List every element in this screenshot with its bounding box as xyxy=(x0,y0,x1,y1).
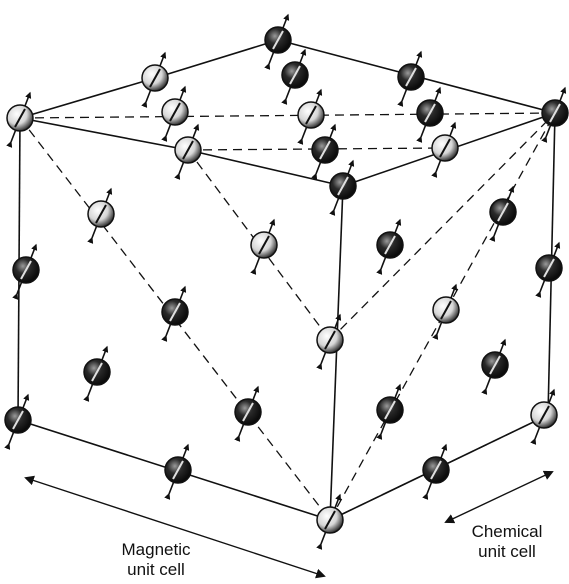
dark-atom xyxy=(489,185,517,242)
dark-atom xyxy=(234,385,262,442)
dark-atom xyxy=(281,48,309,105)
spin-axis-mark xyxy=(405,67,417,87)
dark-atom xyxy=(83,345,111,402)
chemical-unit-cell-label: Chemical unit cell xyxy=(452,522,562,562)
cube-edge xyxy=(187,149,344,187)
spin-axis-mark xyxy=(549,103,561,123)
spin-axis-mark xyxy=(384,235,396,255)
spin-axis-mark xyxy=(440,300,452,320)
chemical-cell-arrow xyxy=(444,470,554,524)
light-atom xyxy=(316,313,344,370)
cube-edges xyxy=(17,39,556,521)
spin-axis-mark xyxy=(182,140,194,160)
dark-atom xyxy=(481,338,509,395)
dark-atom xyxy=(4,393,32,450)
spin-axis-mark xyxy=(384,400,396,420)
light-atom xyxy=(161,85,189,142)
light-atom xyxy=(297,88,325,145)
dark-atom xyxy=(12,243,40,300)
light-atom xyxy=(250,218,278,275)
cube-edge xyxy=(154,39,279,79)
light-atom xyxy=(431,121,459,178)
magnetic-label-line-1: Magnetic xyxy=(121,540,191,559)
spin-axis-mark xyxy=(538,405,550,425)
chemical-label-line-1: Chemical xyxy=(471,522,543,541)
spin-axis-mark xyxy=(543,258,555,278)
spin-axis-mark xyxy=(319,140,331,160)
spin-axis-mark xyxy=(430,460,442,480)
spin-axis-mark xyxy=(289,65,301,85)
chemical-label-line-2: unit cell xyxy=(478,542,536,561)
magnetic-cell-arrow xyxy=(24,475,326,579)
dark-atom xyxy=(376,383,404,440)
spin-axis-mark xyxy=(324,330,336,350)
spin-axis-mark xyxy=(324,510,336,530)
light-atom xyxy=(6,91,34,148)
spin-axis-mark xyxy=(258,235,270,255)
dashed-line xyxy=(19,112,556,119)
dark-atom xyxy=(416,86,444,143)
light-atom xyxy=(432,283,460,340)
dark-atom xyxy=(164,443,192,500)
magnetic-unit-cell-label: Magnetic unit cell xyxy=(96,540,216,580)
dark-atom xyxy=(376,218,404,275)
spin-axis-mark xyxy=(20,260,32,280)
atoms xyxy=(4,13,569,550)
light-atom xyxy=(530,388,558,445)
spin-axis-mark xyxy=(242,402,254,422)
light-atom xyxy=(141,51,169,108)
spin-axis-mark xyxy=(337,176,349,196)
magnetic-label-line-2: unit cell xyxy=(127,560,185,579)
light-atom xyxy=(87,187,115,244)
dark-atom xyxy=(311,123,339,180)
dark-atom xyxy=(329,159,357,216)
dashed-line xyxy=(329,112,556,341)
cube-edge xyxy=(19,77,156,119)
dashed-line xyxy=(187,149,331,341)
dark-atom xyxy=(264,13,292,70)
spin-axis-mark xyxy=(149,68,161,88)
dark-atom xyxy=(535,241,563,298)
dark-atom xyxy=(541,86,569,143)
spin-axis-mark xyxy=(305,105,317,125)
spin-axis-mark xyxy=(439,138,451,158)
dimension-arrows xyxy=(24,470,554,579)
dark-atom xyxy=(161,285,189,342)
spin-axis-mark xyxy=(14,108,26,128)
spin-axis-mark xyxy=(91,362,103,382)
spin-axis-mark xyxy=(497,202,509,222)
dashed-lines xyxy=(19,112,556,521)
spin-axis-mark xyxy=(424,103,436,123)
dashed-line xyxy=(19,117,331,521)
light-atom xyxy=(174,123,202,180)
spin-axis-mark xyxy=(169,302,181,322)
spin-axis-mark xyxy=(272,30,284,50)
spin-axis-mark xyxy=(169,102,181,122)
cube-edge xyxy=(19,117,189,151)
dark-atom xyxy=(397,50,425,107)
spin-axis-mark xyxy=(12,410,24,430)
spin-axis-mark xyxy=(489,355,501,375)
spin-axis-mark xyxy=(95,204,107,224)
dark-atom xyxy=(422,443,450,500)
